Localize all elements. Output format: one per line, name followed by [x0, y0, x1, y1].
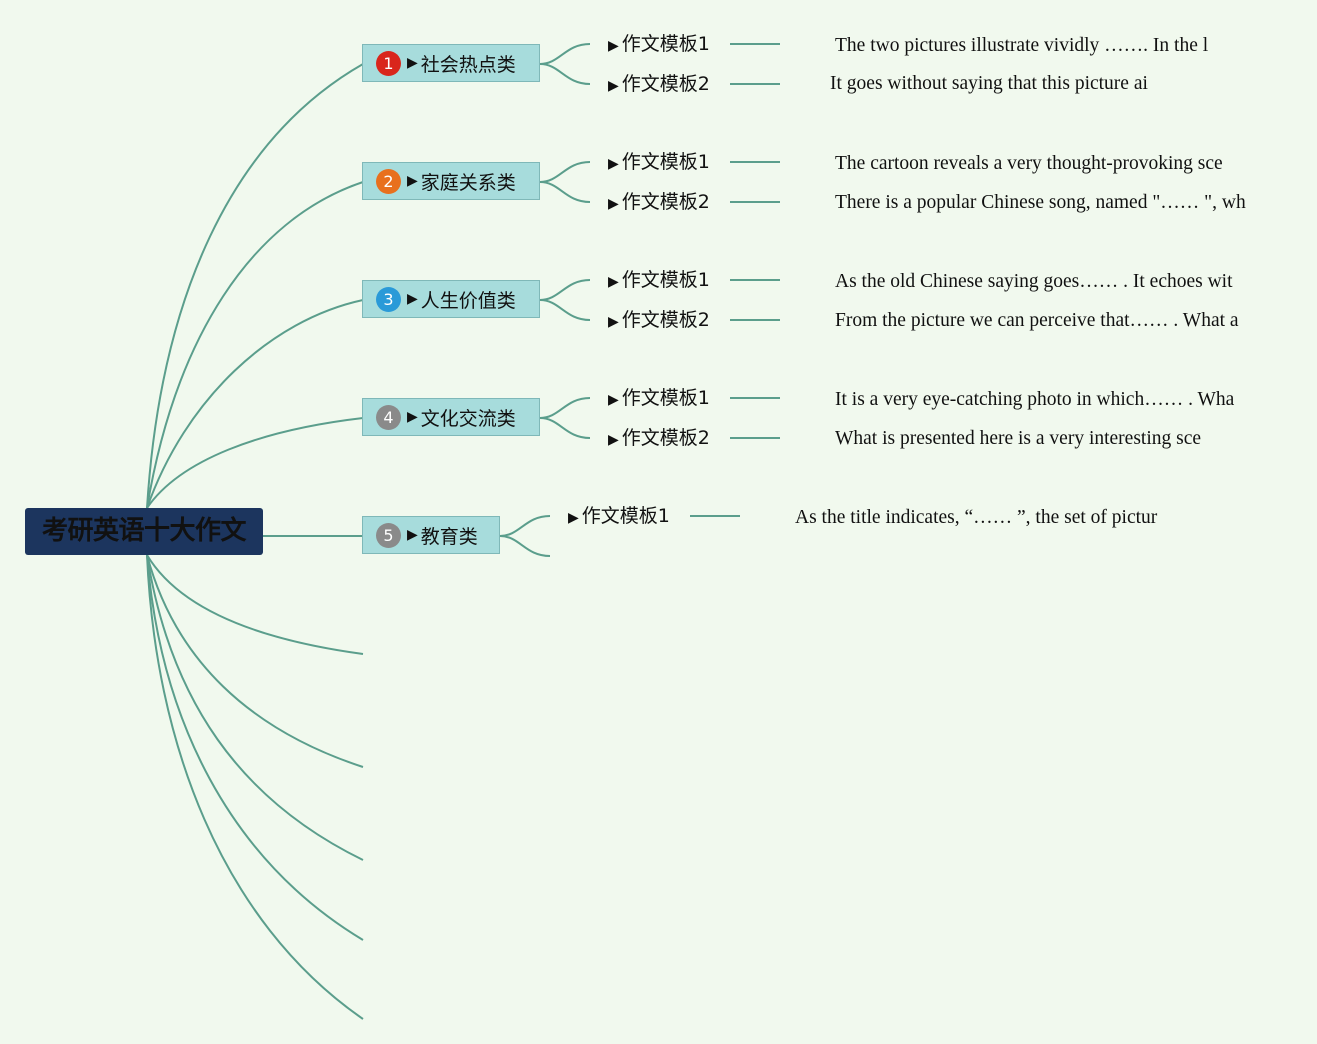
template-label: 作文模板1 [621, 387, 710, 409]
root-node[interactable]: 考研英语十大作文 [25, 508, 263, 555]
connector-empty-3 [146, 554, 364, 861]
triangle-icon: ▶ [608, 274, 619, 290]
connector-empty-5 [146, 554, 364, 1020]
template-text-3-2[interactable]: From the picture we can perceive that…… … [835, 310, 1239, 331]
triangle-icon: ▶ [407, 409, 418, 425]
template-node-5-1[interactable]: ▶作文模板1 [568, 504, 670, 530]
triangle-icon: ▶ [608, 392, 619, 408]
number-badge-2: 2 [376, 168, 401, 194]
template-text-4-1[interactable]: It is a very eye-catching photo in which… [835, 389, 1235, 410]
template-label: 作文模板1 [621, 33, 710, 55]
connector-root-cat4 [146, 417, 364, 509]
template-text-2-2[interactable]: There is a popular Chinese song, named "… [835, 192, 1246, 213]
template-text-4-2[interactable]: What is presented here is a very interes… [835, 428, 1202, 449]
triangle-icon: ▶ [407, 173, 418, 189]
template-text-5-1[interactable]: As the title indicates, “…… ”, the set o… [795, 507, 1158, 528]
category-label: 文化交流类 [420, 407, 516, 430]
template-text-3-1[interactable]: As the old Chinese saying goes…… . It ec… [835, 271, 1233, 292]
triangle-icon: ▶ [407, 55, 418, 71]
number-badge-3: 3 [376, 286, 401, 312]
template-node-3-2[interactable]: ▶作文模板2 [608, 308, 710, 334]
template-node-2-1[interactable]: ▶作文模板1 [608, 150, 710, 176]
template-label: 作文模板1 [621, 269, 710, 291]
template-node-1-2[interactable]: ▶作文模板2 [608, 72, 710, 98]
triangle-icon: ▶ [608, 78, 619, 94]
triangle-icon: ▶ [608, 314, 619, 330]
triangle-icon: ▶ [407, 527, 418, 543]
connector-root-cat2 [146, 181, 364, 509]
category-label: 家庭关系类 [420, 171, 516, 194]
template-text-2-1[interactable]: The cartoon reveals a very thought-provo… [835, 153, 1223, 174]
connector-empty-1 [146, 554, 364, 655]
triangle-icon: ▶ [608, 38, 619, 54]
connector-empty-4 [146, 554, 364, 941]
template-node-3-1[interactable]: ▶作文模板1 [608, 268, 710, 294]
category-label: 教育类 [420, 525, 478, 548]
category-label: 社会热点类 [420, 53, 516, 76]
triangle-icon: ▶ [608, 156, 619, 172]
template-text-1-2[interactable]: It goes without saying that this picture… [830, 73, 1148, 94]
category-label: 人生价值类 [420, 289, 516, 312]
category-node-1[interactable]: 1 ▶ 社会热点类 [362, 44, 540, 82]
connector-empty-2 [146, 554, 364, 768]
triangle-icon: ▶ [568, 510, 579, 526]
category-node-3[interactable]: 3 ▶ 人生价值类 [362, 280, 540, 318]
number-badge-5: 5 [376, 522, 401, 548]
template-node-1-1[interactable]: ▶作文模板1 [608, 32, 710, 58]
connector-root-cat3 [146, 299, 364, 509]
template-label: 作文模板2 [621, 191, 710, 213]
template-label: 作文模板2 [621, 309, 710, 331]
category-node-5[interactable]: 5 ▶ 教育类 [362, 516, 500, 554]
triangle-icon: ▶ [608, 432, 619, 448]
template-text-1-1[interactable]: The two pictures illustrate vividly ……. … [835, 35, 1209, 56]
category-node-4[interactable]: 4 ▶ 文化交流类 [362, 398, 540, 436]
template-node-4-1[interactable]: ▶作文模板1 [608, 386, 710, 412]
number-badge-4: 4 [376, 404, 401, 430]
template-node-2-2[interactable]: ▶作文模板2 [608, 190, 710, 216]
template-label: 作文模板2 [621, 427, 710, 449]
template-label: 作文模板2 [621, 73, 710, 95]
number-badge-1: 1 [376, 50, 401, 76]
template-label: 作文模板1 [581, 505, 670, 527]
template-label: 作文模板1 [621, 151, 710, 173]
triangle-icon: ▶ [608, 196, 619, 212]
triangle-icon: ▶ [407, 291, 418, 307]
template-node-4-2[interactable]: ▶作文模板2 [608, 426, 710, 452]
connector-root-cat1 [146, 63, 364, 509]
category-node-2[interactable]: 2 ▶ 家庭关系类 [362, 162, 540, 200]
